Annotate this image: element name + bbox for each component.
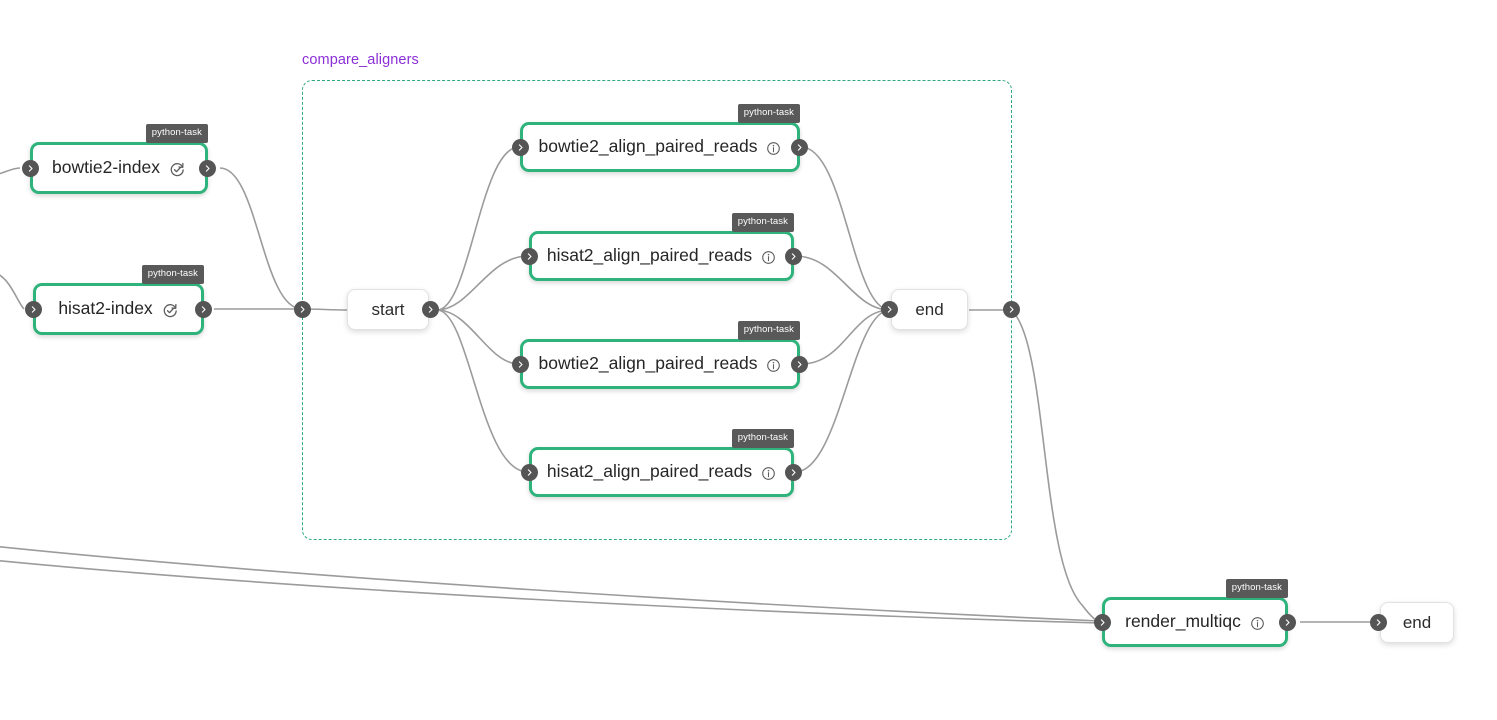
group-input-handle[interactable] <box>294 301 311 318</box>
edge-bowtie2-index-to-group[interactable] <box>219 167 303 310</box>
info-icon[interactable] <box>761 250 776 265</box>
edge-offscreen-to-hisat2-index[interactable] <box>0 272 25 310</box>
node-badge-bowtie2_align_paired_reads_1: python-task <box>737 104 800 123</box>
handle-right-render_multiqc[interactable] <box>1279 613 1296 631</box>
node-label-end_outer: end <box>1402 613 1432 632</box>
handle-right-hisat2_align_paired_reads_1[interactable] <box>785 247 802 265</box>
handle-right-bowtie2_align_paired_reads_2[interactable] <box>791 355 808 373</box>
node-badge-hisat2_align_paired_reads_2: python-task <box>731 429 794 448</box>
node-render_multiqc[interactable]: render_multiqc python-task <box>1094 579 1296 647</box>
handle-right-hisat2_align_paired_reads_2[interactable] <box>785 463 802 481</box>
node-hisat2_align_paired_reads_1[interactable]: hisat2_align_paired_reads python-task <box>521 213 802 281</box>
edge-offscreen-long-1[interactable] <box>0 546 1101 622</box>
handle-left-bowtie2-index[interactable] <box>22 159 39 177</box>
node-badge-hisat2-index: python-task <box>141 265 204 284</box>
edge-offscreen-to-bowtie2-index[interactable] <box>0 167 21 176</box>
node-badge-bowtie2_align_paired_reads_2: python-task <box>737 321 800 340</box>
node-end_outer[interactable]: end <box>1370 602 1454 643</box>
handle-right-start[interactable] <box>422 301 439 318</box>
node-label-hisat2_align_paired_reads_1: hisat2_align_paired_reads <box>546 245 753 266</box>
handle-left-end_inner[interactable] <box>881 301 898 318</box>
node-bowtie2_align_paired_reads_2[interactable]: bowtie2_align_paired_reads python-task <box>512 321 808 389</box>
node-label-bowtie2_align_paired_reads_2: bowtie2_align_paired_reads <box>538 353 758 374</box>
node-label-hisat2-index: hisat2-index <box>58 298 153 319</box>
node-bowtie2-index[interactable]: bowtie2-index python-task <box>22 124 216 194</box>
node-label-hisat2_align_paired_reads_2: hisat2_align_paired_reads <box>546 461 753 482</box>
cached-icon[interactable] <box>169 161 186 178</box>
info-icon[interactable] <box>766 141 781 156</box>
node-label-bowtie2-index: bowtie2-index <box>52 157 160 178</box>
handle-right-bowtie2_align_paired_reads_1[interactable] <box>791 138 808 156</box>
cached-icon[interactable] <box>162 302 179 319</box>
node-label-bowtie2_align_paired_reads_1: bowtie2_align_paired_reads <box>538 136 758 157</box>
node-label-start: start <box>371 300 405 319</box>
node-hisat2_align_paired_reads_2[interactable]: hisat2_align_paired_reads python-task <box>521 429 802 497</box>
group-label-compare-aligners: compare_aligners <box>302 52 419 68</box>
node-badge-render_multiqc: python-task <box>1225 579 1288 598</box>
node-start[interactable]: start <box>347 289 439 330</box>
edge-group-output-to-render-multiqc[interactable] <box>1010 309 1102 623</box>
handle-left-hisat2_align_paired_reads_1[interactable] <box>521 247 538 265</box>
handle-left-bowtie2_align_paired_reads_1[interactable] <box>512 138 529 156</box>
info-icon[interactable] <box>761 466 776 481</box>
node-end_inner[interactable]: end <box>881 289 968 330</box>
node-bowtie2_align_paired_reads_1[interactable]: bowtie2_align_paired_reads python-task <box>512 104 808 172</box>
handle-left-bowtie2_align_paired_reads_2[interactable] <box>512 355 529 373</box>
info-icon[interactable] <box>1250 616 1265 631</box>
node-badge-hisat2_align_paired_reads_1: python-task <box>731 213 794 232</box>
handle-left-hisat2_align_paired_reads_2[interactable] <box>521 463 538 481</box>
handle-left-end_outer[interactable] <box>1370 614 1387 631</box>
handle-right-hisat2-index[interactable] <box>195 300 212 318</box>
edge-offscreen-long-2[interactable] <box>0 559 1101 624</box>
handle-left-render_multiqc[interactable] <box>1094 613 1111 631</box>
node-hisat2-index[interactable]: hisat2-index python-task <box>25 265 212 335</box>
handle-right-bowtie2-index[interactable] <box>199 159 216 177</box>
node-label-render_multiqc: render_multiqc <box>1125 611 1241 632</box>
info-icon[interactable] <box>766 358 781 373</box>
node-badge-bowtie2-index: python-task <box>145 124 208 143</box>
node-label-end_inner: end <box>915 300 944 319</box>
handle-left-hisat2-index[interactable] <box>25 300 42 318</box>
group-output-handle[interactable] <box>1003 301 1020 318</box>
